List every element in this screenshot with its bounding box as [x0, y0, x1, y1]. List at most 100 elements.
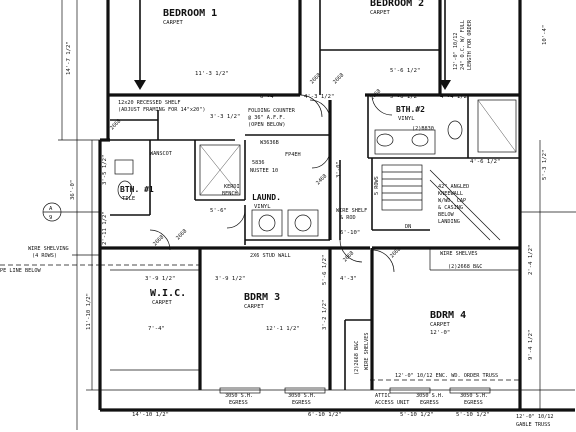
note-enc-truss: 12'-0" 10/12 ENC. WD. ORDER TRUSS	[395, 373, 498, 379]
note-2668bc: (2)2668 B&C	[448, 264, 482, 270]
door-tag: 2668	[175, 228, 188, 241]
dim-label: 9'-4 1/2"	[528, 330, 534, 360]
section-marker: A 9	[42, 202, 576, 222]
door-swings	[149, 94, 395, 273]
dim-label: 4'-3"	[340, 276, 357, 282]
note-nustee: NUSTEE 10	[250, 168, 278, 174]
room-bdrm4-floor: CARPET	[430, 322, 451, 328]
egress-windows	[134, 0, 491, 394]
dim-label: 3'-9 1/2"	[215, 276, 245, 282]
room-bedroom1-floor: CARPET	[163, 20, 184, 26]
note-recessed-shelf: 12x20 RECESSED SHELF	[118, 100, 180, 106]
note-egress-2: EGRESS	[292, 400, 311, 406]
dim-11-10: 11'-10 1/2"	[86, 293, 92, 330]
note-window-1: 3050 S.H.	[225, 393, 253, 399]
dim-label: 3'-3 1/2"	[210, 114, 240, 120]
dim-36-0: 36'-0"	[70, 180, 76, 200]
note-wire-shelves: WIRE SHELVES	[440, 251, 477, 257]
dim-label: 4'-6 1/2"	[470, 159, 500, 165]
note-folding-counter: FOLDING COUNTER	[248, 108, 296, 114]
truss-lines	[0, 264, 520, 381]
dim-label: 5'-3 1/2"	[542, 150, 548, 180]
note-window-3: 3050 S.H.	[416, 393, 444, 399]
note-wire-shelving: WIRE SHELVING	[28, 246, 69, 252]
dim-label: 2'-4 1/2"	[528, 245, 534, 275]
room-bdrm3-size: 12'-1 1/2"	[266, 326, 300, 332]
dim-label: 6'-10"	[340, 230, 360, 236]
note-kneewall-2: KNEEWALL	[438, 191, 463, 197]
note-egress-3: EGRESS	[420, 400, 439, 406]
room-bdrm4-size: 12'-0"	[430, 330, 450, 336]
note-window-2: 3050 S.H.	[288, 393, 316, 399]
section-number: 9	[49, 215, 52, 221]
note-stud-wall: 2X6 STUD WALL	[250, 253, 291, 259]
note-kneewall-6: LANDING	[438, 219, 460, 225]
dim-label: 6'-10 1/2"	[308, 412, 342, 418]
note-kneewall-4: & CASING	[438, 205, 463, 211]
dim-label: 5'-10 1/2"	[400, 412, 434, 418]
room-laundry-floor: VINYL	[254, 204, 271, 210]
exterior-walls	[98, 0, 575, 412]
left-dimension-strings: 14'-7 1/2" 36'-0" 11'-10 1/2"	[58, 0, 100, 430]
note-kerdi: KERDI	[224, 184, 240, 190]
note-kneewall-3: W/WD. CAP	[438, 198, 466, 204]
room-wic: W.I.C.	[150, 288, 186, 299]
section-letter: A	[49, 206, 53, 212]
dim-label: 3'-0"	[336, 161, 342, 178]
room-bedroom2-floor: CARPET	[370, 10, 391, 16]
room-bath1: BTH. #1	[120, 185, 154, 194]
note-2668bc-vertical: (2)2668 B&C	[354, 341, 360, 375]
note-kneewall-5: BELOW	[438, 212, 454, 218]
room-bdrm3-floor: CARPET	[244, 304, 265, 310]
note-ceiling-3: 12'-0" 10/12	[453, 33, 459, 70]
note-bench: BENCH	[222, 191, 238, 197]
note-wanscot: WANSCOT	[150, 151, 172, 157]
dim-label: 5'-6 1/2"	[322, 255, 328, 285]
note-wire-shelves-vertical: WIRE SHELVES	[364, 333, 370, 370]
dim-label: 5'-6 1/2"	[390, 68, 420, 74]
door-tag: 2468	[315, 173, 328, 186]
room-bdrm4: BDRM 4	[430, 310, 466, 321]
note-wire-shelf-rod-2: & ROD	[340, 215, 356, 221]
door-tag: 2668	[332, 72, 345, 85]
room-bdrm3: BDRM 3	[244, 292, 280, 303]
note-folding-counter-3: (OPEN BELOW)	[248, 122, 285, 128]
room-laundry: LAUND.	[252, 193, 281, 202]
room-bath2-floor: VINYL	[398, 116, 415, 122]
note-egress-4: EGRESS	[464, 400, 483, 406]
dim-label: 6'-4"	[260, 94, 277, 100]
note-ceiling-2: LENGTH FOR ORDER	[467, 19, 473, 70]
plan-notes: 12x20 RECESSED SHELF (ADJUST FRAMING FOR…	[0, 19, 553, 428]
dim-label: 4'-4 1/2"	[440, 94, 470, 100]
note-kneewall-1: 42" ANGLED	[438, 184, 469, 190]
dim-label: 2'-11 1/2"	[102, 211, 108, 245]
note-vanity: (2)B830	[412, 126, 434, 132]
room-bedroom1: BEDROOM 1	[163, 8, 217, 19]
note-gable-truss-2: GABLE TRUSS	[516, 422, 550, 428]
note-wire-shelving-2: (4 ROWS)	[32, 253, 57, 259]
note-folding-counter-2: @ 36" A.F.F.	[248, 115, 285, 121]
interior-walls	[100, 0, 520, 390]
note-gable-truss: 12'-0" 10/12	[516, 414, 553, 420]
note-attic-2: ACCESS UNIT	[375, 400, 409, 406]
note-recessed-shelf-2: (ADJUST FRAMING FOR 14"x20")	[118, 107, 205, 113]
note-egress-1: EGRESS	[229, 400, 248, 406]
stair-down-label: DN	[405, 224, 411, 230]
room-wic-floor: CARPET	[152, 300, 173, 306]
dim-label: 5'-6 1/2"	[390, 94, 420, 100]
dimension-labels: 6'-4" 4'-3 1/2" 3'-3 1/2" 5'-6 1/2" 4'-4…	[102, 25, 548, 418]
note-dryer: 5836	[252, 160, 265, 166]
fixtures	[114, 99, 517, 237]
stair-rows-label: 5 ROWS	[374, 176, 380, 195]
note-ceiling-1: 24" O.C. W/ FULL	[460, 20, 466, 70]
note-wire-shelf-rod: WIRE SHELF	[336, 208, 367, 214]
dim-label: 5'-10 1/2"	[456, 412, 490, 418]
note-window-4: 3050 S.H.	[460, 393, 488, 399]
dim-label: 4'-3 1/2"	[304, 94, 334, 100]
note-line-below: PE LINE BELOW	[0, 268, 41, 274]
room-labels: BEDROOM 1 CARPET BEDROOM 2 CARPET BTH.#2…	[120, 0, 466, 336]
dim-label: 3'-5 1/2"	[102, 155, 108, 185]
dim-label: 3'-2 1/2"	[322, 300, 328, 330]
dim-label: 7'-4"	[148, 326, 165, 332]
